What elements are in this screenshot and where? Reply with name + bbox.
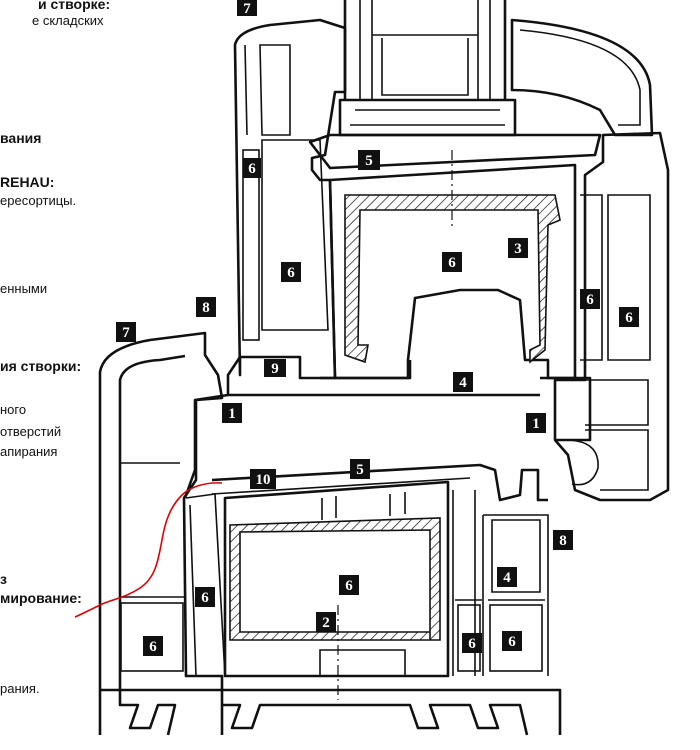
callout-c7-left: 7 xyxy=(116,322,136,342)
callout-number: 9 xyxy=(271,361,279,377)
callout-c2: 2 xyxy=(316,612,336,632)
callout-labels: 7 5 6 6 6 3 6 6 8 7 9 4 1 1 10 5 8 6 6 4 2 6 6 6 xyxy=(116,0,639,656)
callout-c6-e: 6 xyxy=(619,307,639,327)
callout-number: 6 xyxy=(345,578,353,594)
sash-chambers xyxy=(320,163,592,442)
callout-c1-right: 1 xyxy=(526,413,546,433)
text-line-8: ного xyxy=(0,402,27,417)
text-line-12: мирование: xyxy=(0,590,82,606)
callout-c6-d: 6 xyxy=(580,289,600,309)
callout-number: 4 xyxy=(459,375,467,391)
callout-c6-f: 6 xyxy=(339,575,359,595)
red-annotation-stroke xyxy=(74,482,223,618)
callout-c3: 3 xyxy=(508,238,528,258)
callout-c7-top: 7 xyxy=(237,0,257,17)
callout-number: 6 xyxy=(468,636,476,652)
callout-number: 7 xyxy=(243,1,251,17)
callout-number: 6 xyxy=(586,292,594,308)
callout-c8-right: 8 xyxy=(553,530,573,550)
text-line-5: ересортицы. xyxy=(0,193,77,208)
callout-c5-top: 5 xyxy=(358,150,380,170)
text-line-1: и створке: xyxy=(38,0,111,12)
callout-c4-mid: 4 xyxy=(453,372,473,392)
callout-number: 10 xyxy=(256,472,271,488)
text-line-9: отверстий xyxy=(0,424,62,439)
callout-c1-left: 1 xyxy=(222,403,242,423)
sash-bottom xyxy=(211,393,548,502)
callout-c4-small: 4 xyxy=(497,567,517,587)
text-line-6: енными xyxy=(0,281,48,296)
callout-number: 4 xyxy=(503,570,511,586)
callout-number: 5 xyxy=(365,153,373,169)
callout-c6-c: 6 xyxy=(442,252,462,272)
callout-c8-top: 8 xyxy=(196,297,216,317)
text-line-11: з xyxy=(0,571,7,587)
callout-number: 6 xyxy=(448,255,456,271)
callout-c6-a: 6 xyxy=(243,158,261,178)
callout-number: 5 xyxy=(356,462,364,478)
callout-number: 1 xyxy=(228,406,236,422)
text-line-2: е складских xyxy=(32,13,104,28)
lower-chambers xyxy=(223,150,453,700)
callout-number: 6 xyxy=(149,639,157,655)
callout-number: 6 xyxy=(248,161,256,177)
text-line-4: REHAU: xyxy=(0,174,55,190)
callout-number: 1 xyxy=(532,416,540,432)
callout-c6-i: 6 xyxy=(462,633,482,653)
callout-number: 6 xyxy=(287,265,295,281)
text-line-3: вания xyxy=(0,130,42,146)
text-line-7: ия створки: xyxy=(0,358,82,374)
text-line-13: рания. xyxy=(0,681,40,696)
callout-number: 3 xyxy=(514,241,522,257)
frame-profile xyxy=(98,331,562,736)
callout-c6-b: 6 xyxy=(281,262,301,282)
sash-profile xyxy=(183,18,670,502)
callout-number: 8 xyxy=(559,533,567,549)
callout-c6-h: 6 xyxy=(143,636,163,656)
callout-c6-g: 6 xyxy=(195,587,215,607)
text-line-10: апирания xyxy=(0,444,58,459)
callout-c9: 9 xyxy=(264,359,286,377)
callout-number: 8 xyxy=(202,300,210,316)
callout-number: 2 xyxy=(322,615,330,631)
callout-c6-j: 6 xyxy=(502,631,522,651)
callout-number: 6 xyxy=(508,634,516,650)
callout-c5-bottom: 5 xyxy=(350,459,370,479)
glazing-unit xyxy=(308,0,602,170)
callout-c10: 10 xyxy=(250,469,276,489)
callout-number: 6 xyxy=(201,590,209,606)
callout-number: 6 xyxy=(625,310,633,326)
callout-number: 7 xyxy=(122,325,130,341)
